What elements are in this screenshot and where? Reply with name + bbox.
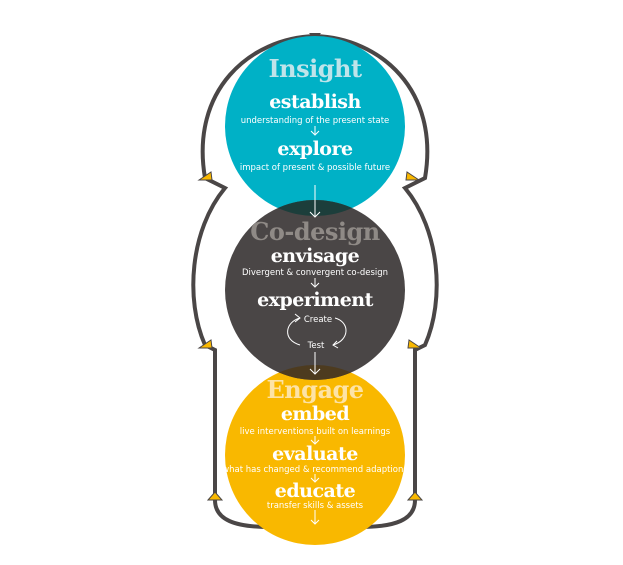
codesign-title: Co-design (250, 217, 380, 246)
arrow-down-icon (310, 436, 320, 445)
step-establish-desc: understanding of the present state (241, 116, 390, 126)
step-explore-desc: impact of present & possible future (240, 163, 390, 173)
arrow-down-icon (310, 474, 320, 483)
step-embed-desc: live interventions built on learnings (240, 427, 391, 437)
arrow-down-icon (310, 278, 320, 288)
insight-title: Insight (268, 54, 362, 83)
step-establish: establish (269, 91, 361, 113)
step-embed: embed (281, 403, 350, 425)
step-envisage: envisage (271, 245, 360, 267)
arrow-down-icon (309, 185, 321, 218)
step-experiment: experiment (257, 289, 374, 311)
engage-title: Engage (266, 375, 363, 404)
step-envisage-desc: Divergent & convergent co-design (242, 268, 388, 278)
arrow-down-icon (309, 352, 321, 375)
step-educate: educate (275, 480, 356, 502)
cycle-arrows-icon (287, 313, 347, 349)
step-explore: explore (277, 138, 353, 160)
cycle-test: Test (307, 341, 325, 351)
arrow-down-icon (310, 510, 320, 525)
side-arrow-icons (197, 171, 424, 501)
step-evaluate-desc: what has changed & recommend adaptions (222, 465, 408, 475)
codesign-circle (225, 200, 405, 380)
engage-circle (225, 365, 405, 545)
step-evaluate: evaluate (272, 443, 358, 465)
step-educate-desc: transfer skills & assets (267, 501, 364, 511)
arrow-down-icon (310, 126, 320, 136)
cycle-create: Create (304, 315, 332, 325)
